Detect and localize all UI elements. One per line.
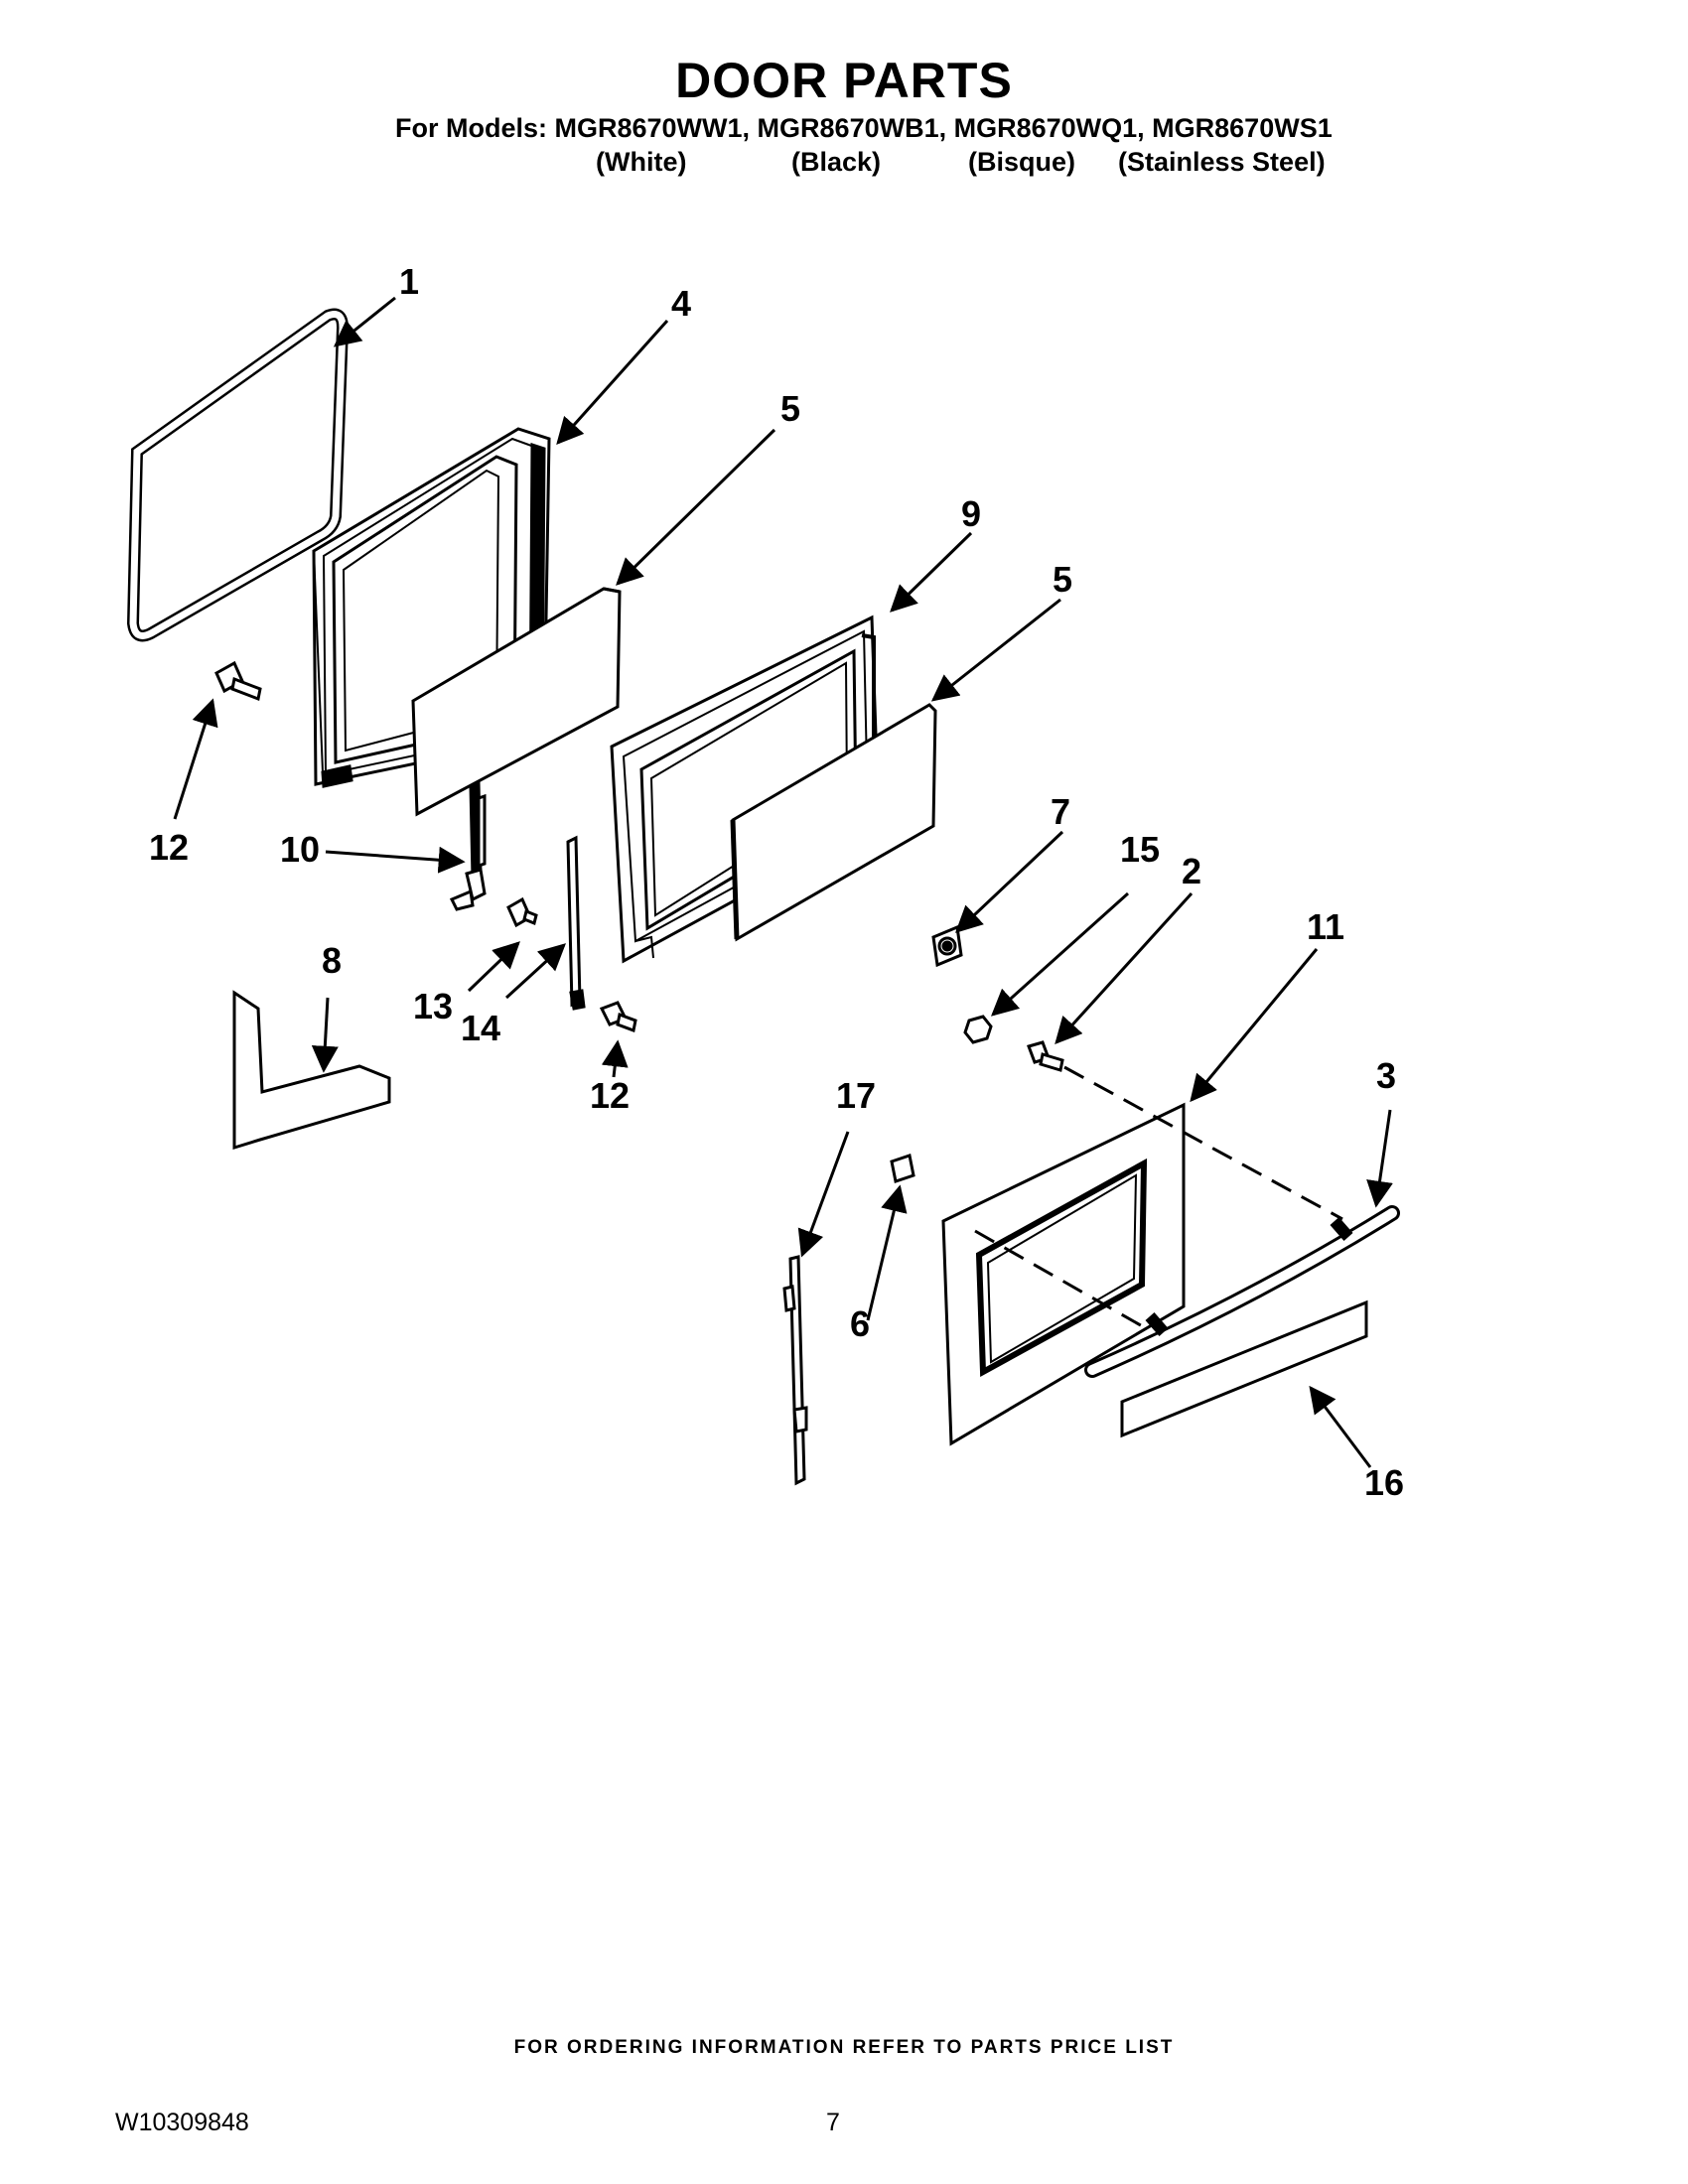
color-stainless: (Stainless Steel) — [1118, 147, 1326, 177]
ordering-note: FOR ORDERING INFORMATION REFER TO PARTS … — [513, 2037, 1175, 2058]
part-grommet-7 — [931, 924, 963, 968]
part-gasket — [126, 308, 350, 642]
part-outer-door — [941, 1102, 1186, 1446]
callout-16: 16 — [1364, 1462, 1404, 1503]
callout-7: 7 — [1051, 791, 1070, 832]
part-side-trim-14 — [566, 835, 586, 1011]
part-trim-strip — [1120, 1299, 1368, 1438]
callout-9: 9 — [961, 493, 981, 534]
callout-8: 8 — [322, 940, 342, 981]
callout-11: 11 — [1307, 906, 1344, 947]
color-bisque: (Bisque) — [968, 147, 1075, 177]
callout-3: 3 — [1376, 1055, 1396, 1096]
part-screw-12a — [214, 660, 262, 702]
callout-14: 14 — [461, 1008, 500, 1048]
color-black: (Black) — [791, 147, 882, 177]
callout-15: 15 — [1120, 829, 1160, 870]
callout-12a: 12 — [149, 827, 189, 868]
document-number: W10309848 — [115, 2109, 249, 2136]
part-handle — [1084, 1205, 1400, 1378]
callout-1: 1 — [399, 261, 419, 302]
callout-4: 4 — [671, 283, 691, 324]
leader-arrows — [173, 296, 1393, 1468]
part-screw-2 — [1027, 1040, 1064, 1072]
callout-6: 6 — [850, 1303, 870, 1344]
part-glass-panel-2 — [730, 703, 937, 942]
assembly-lines — [974, 1065, 1343, 1330]
page-title: DOOR PARTS — [675, 53, 1013, 108]
part-screw-13 — [506, 896, 538, 928]
part-nut-15 — [963, 1015, 993, 1044]
callout-10: 10 — [280, 829, 320, 870]
part-screw-12b — [599, 1001, 637, 1033]
part-bumper-6 — [890, 1154, 915, 1183]
callout-5b: 5 — [1053, 559, 1072, 600]
callout-17: 17 — [836, 1075, 876, 1116]
part-glass-panel-1 — [411, 587, 622, 817]
callout-12b: 12 — [590, 1075, 630, 1116]
callout-2: 2 — [1182, 851, 1201, 891]
callout-13: 13 — [413, 986, 453, 1026]
callout-5a: 5 — [780, 388, 800, 429]
part-hinge — [449, 779, 487, 911]
part-side-strip — [782, 1255, 808, 1486]
part-corner-trim — [232, 990, 391, 1151]
models-line: For Models: MGR8670WW1, MGR8670WB1, MGR8… — [395, 113, 1333, 143]
color-white: (White) — [596, 147, 687, 177]
page-number: 7 — [826, 2109, 840, 2136]
